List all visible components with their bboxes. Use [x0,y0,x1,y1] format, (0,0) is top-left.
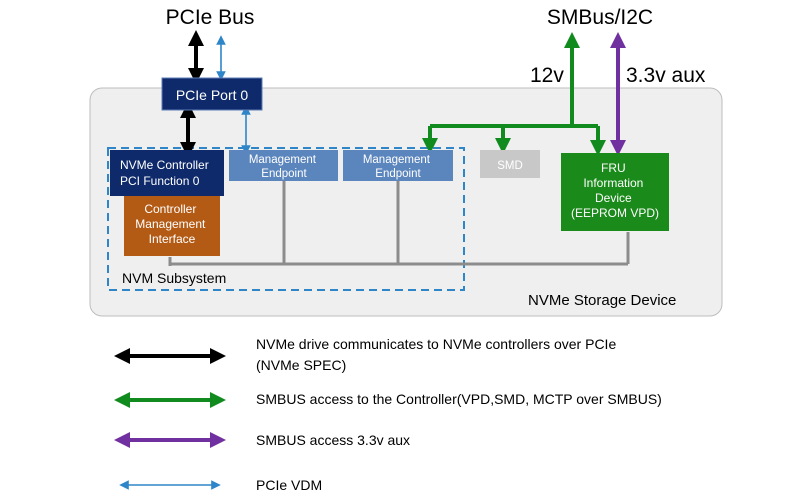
storage-device-label: NVMe Storage Device [528,292,676,309]
nvme-controller-box[interactable] [110,150,224,196]
legend-black-text: NVMe drive communicates to NVMe controll… [256,336,620,373]
smbus-green-lines [422,32,606,156]
nvm-subsystem-box [107,147,465,291]
pcie-bus-label: PCIe Bus [166,6,255,29]
3v3-aux-label: 3.3v aux [626,64,706,87]
12v-label: 12v [530,64,564,87]
legend-purple-text: SMBUS access 3.3v aux [256,432,410,448]
management-endpoint-2-box[interactable] [343,150,453,181]
fru-device-label: FRU Information Device (EEPROM VPD) [571,161,659,220]
nvme-controller-label: NVMe Controller PCI Function 0 [120,158,212,188]
controller-management-interface-label: Controller Management Interface [135,202,208,246]
management-endpoint-1-label: Management Endpoint [249,154,319,180]
management-endpoint-1-box[interactable] [229,150,338,181]
legend: NVMe drive communicates to NVMe controll… [114,336,662,493]
management-endpoint-2-label: Management Endpoint [363,154,433,180]
smd-box[interactable] [480,150,540,178]
smd-label: SMD [497,160,523,172]
pcie-port-box[interactable] [161,77,263,111]
legend-green-text: SMBUS access to the Controller(VPD,SMD, … [256,391,662,407]
management-bus [168,181,630,266]
legend-blue-text: PCIe VDM [256,477,322,493]
smbus-i2c-label: SMBus/I2C [547,6,653,29]
controller-management-interface-box[interactable] [124,196,220,256]
pcie-port-label: PCIe Port 0 [176,87,249,103]
nvm-subsystem-label: NVM Subsystem [122,270,226,286]
fru-device-box[interactable] [561,153,669,231]
